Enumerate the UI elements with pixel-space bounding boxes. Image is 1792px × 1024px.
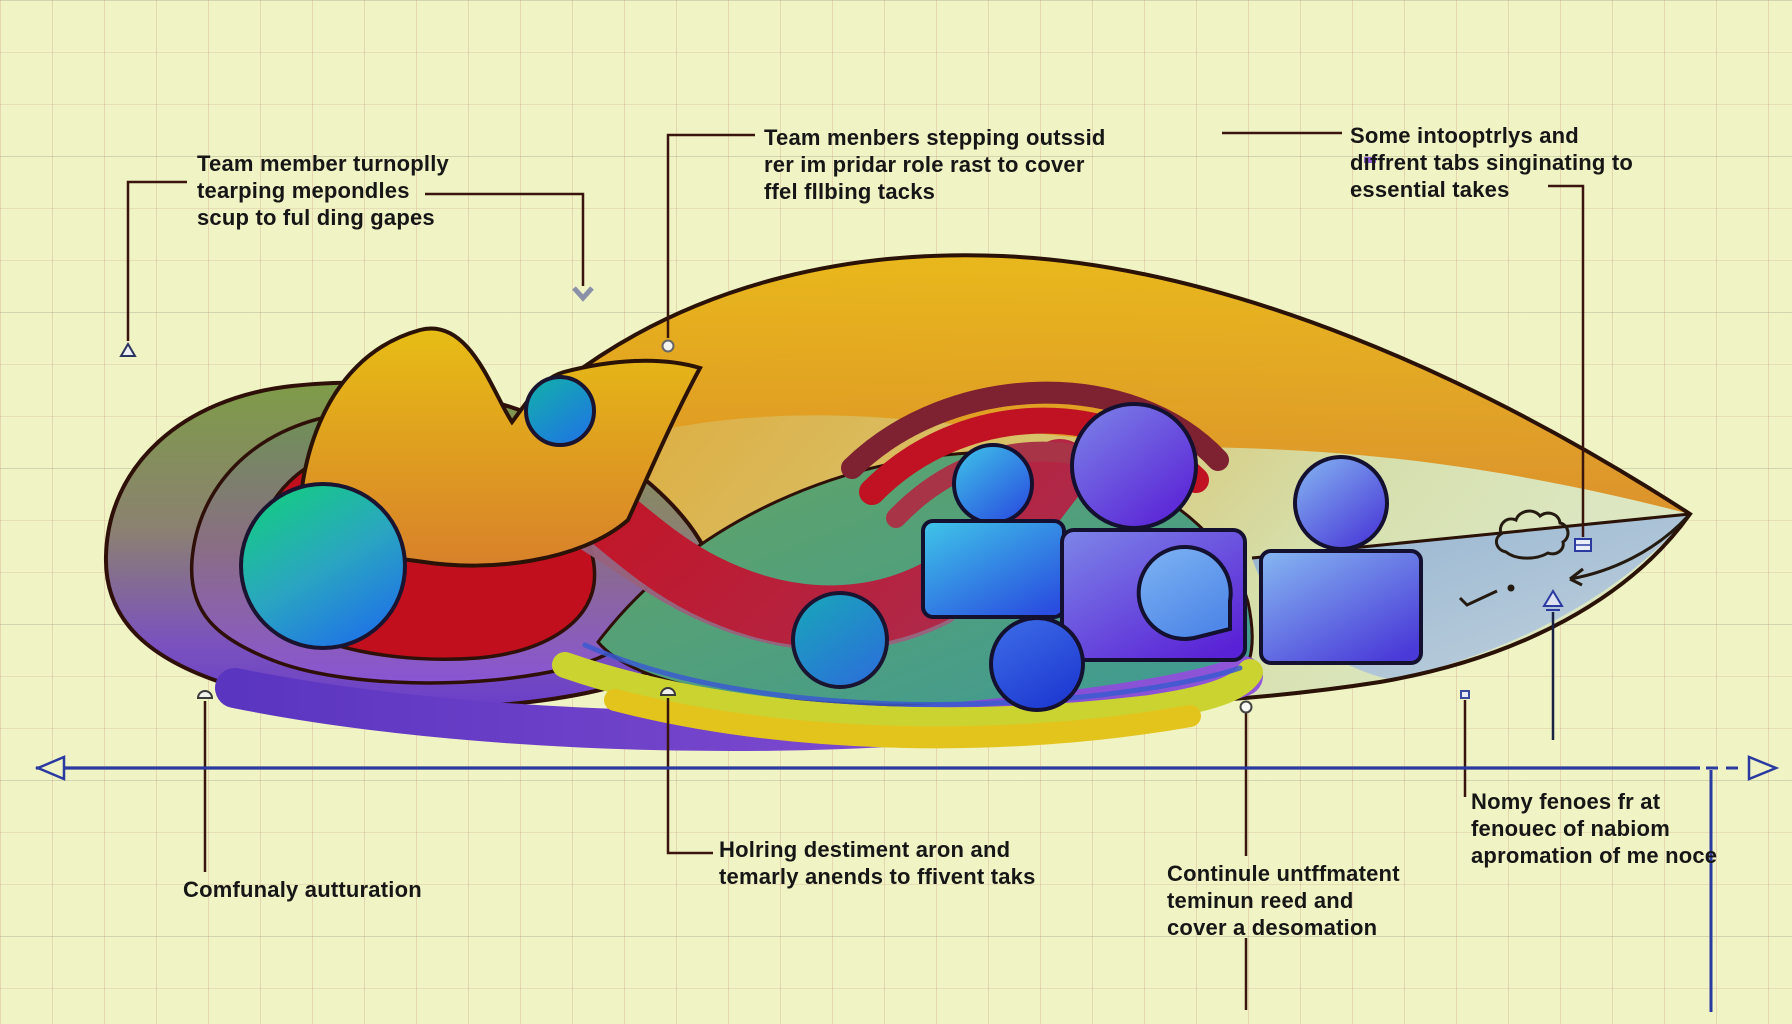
person-right-body <box>1259 549 1423 665</box>
purple-mark <box>1364 157 1376 163</box>
blade-glyphs <box>1458 509 1690 607</box>
d-marker <box>196 690 214 699</box>
connector-bottom-middle <box>666 698 713 855</box>
blue-triangle-marker <box>1542 589 1564 611</box>
connectors <box>126 131 1585 1010</box>
annotation-top-left: Team member turnoplly tearping mepondles… <box>197 151 449 230</box>
bottom-bands <box>215 642 1263 752</box>
blue-stripe <box>582 642 1243 707</box>
blue-circle-bottom-left <box>989 616 1085 712</box>
curved-arrow-icon <box>1569 514 1690 587</box>
annotation-top-middle: Team menbers stepping outssid rer im pri… <box>764 125 1106 204</box>
chevron-down-marker <box>572 286 594 302</box>
notched-circle <box>1136 545 1233 641</box>
person-left-body <box>921 519 1066 619</box>
dash-dot-marker <box>1458 589 1498 607</box>
person-left-head <box>952 443 1034 525</box>
annotation-bottom-middle: Holring destiment aron and temarly anend… <box>719 837 1036 889</box>
annotation-top-right: Some intooptrlys and diffrent tabs singi… <box>1350 123 1634 202</box>
timeline-left-arrow-icon <box>34 755 66 781</box>
endpoint-markers <box>119 157 1592 714</box>
connector-top-left <box>126 180 187 341</box>
connector-top-middle <box>666 133 755 338</box>
small-square-marker <box>1460 690 1470 699</box>
person-center-head <box>1070 402 1198 530</box>
big-teal-circle <box>239 482 407 650</box>
person-right-head <box>1293 455 1389 551</box>
cloud-icon <box>1494 509 1570 560</box>
blade-orange-band <box>565 255 1691 514</box>
team-figures <box>921 402 1423 712</box>
dot-marker <box>1507 584 1515 592</box>
d-marker <box>659 687 677 696</box>
annotation-bottom-center-right: Continule untffmatent teminun reed and c… <box>1167 861 1400 940</box>
envelope-square-marker <box>1574 538 1592 552</box>
yellow-band <box>604 689 1201 749</box>
valley-teal-circle <box>791 591 889 689</box>
small-teal-circle <box>524 375 596 447</box>
connector-top-right-bracket <box>1548 184 1585 537</box>
circle-marker <box>1239 700 1253 714</box>
person-figure-left <box>921 443 1066 619</box>
timeline-right-arrow-icon <box>1747 755 1780 781</box>
connector-top-left-right <box>425 192 585 286</box>
timeline <box>34 755 1780 1012</box>
person-figure-right <box>1259 455 1423 665</box>
golden-hill <box>297 326 703 568</box>
annotation-bottom-left: Comfunaly autturation <box>183 877 422 902</box>
lime-band <box>552 652 1263 734</box>
annotation-bottom-right: Nomy fenoes fr at fenouec of nabiom apro… <box>1471 789 1718 868</box>
triangle-marker <box>119 342 137 357</box>
circle-marker <box>661 339 675 353</box>
